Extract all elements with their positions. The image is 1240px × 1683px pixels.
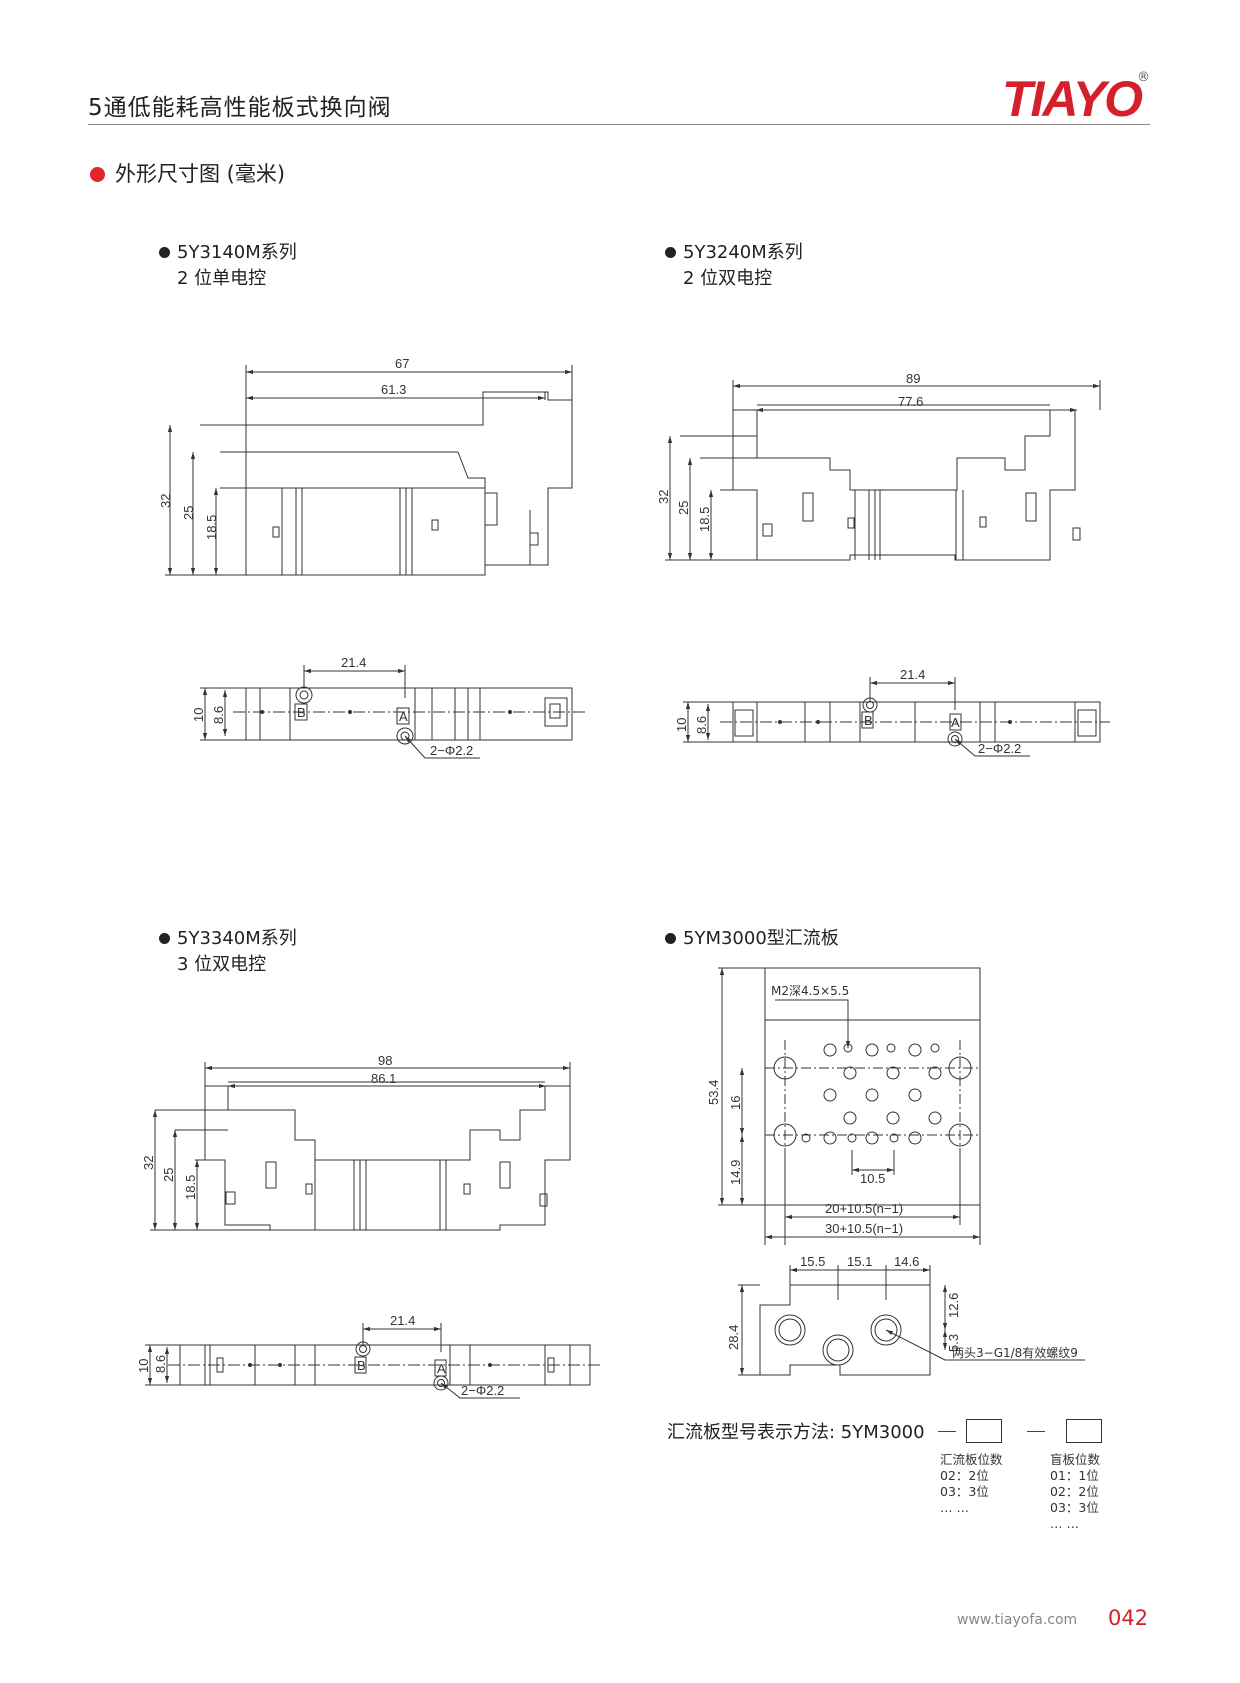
port-a-label: A: [951, 715, 960, 730]
bullet-dot-icon: [90, 167, 105, 182]
dim-height-25: 25: [161, 1168, 176, 1182]
bullet-icon: [159, 933, 170, 944]
dim-height-32: 32: [158, 494, 173, 508]
valve-3-top-view: [145, 1323, 600, 1399]
registered-mark: ®: [1137, 70, 1150, 85]
page-number: 042: [1108, 1606, 1149, 1630]
header-divider: [88, 124, 1150, 125]
dim-port-pitch: 21.4: [900, 667, 925, 682]
series-2-subtitle: 2 位双电控: [683, 268, 773, 289]
section-title: 外形尺寸图 (毫米): [115, 162, 286, 186]
dim-width-10: 10: [674, 718, 689, 732]
dim-height-18-5: 18.5: [204, 515, 219, 540]
dim-mounting-holes: 2−Φ2.2: [461, 1383, 504, 1398]
dim-width-8-6: 8.6: [153, 1355, 168, 1373]
dim-height-32: 32: [656, 490, 671, 504]
valve-1-side-view: [165, 365, 573, 576]
manifold-stations-box: [966, 1419, 1002, 1443]
manifold-port-holes: [801, 1043, 942, 1145]
legend-item: 03：3位: [940, 1484, 989, 1499]
dim-length-2: 30+10.5(n−1): [825, 1221, 903, 1236]
port-b-label: B: [357, 1358, 366, 1373]
valve-2-side-view: [665, 380, 1101, 561]
separator-dash: [1027, 1431, 1045, 1433]
valve-2-top-view: [683, 677, 1110, 757]
manifold-model-label: 汇流板型号表示方法: 5YM3000: [667, 1422, 925, 1443]
dim-14-9: 14.9: [728, 1160, 743, 1185]
valve-3-side-view: [150, 1062, 571, 1231]
dim-station-pitch: 10.5: [860, 1171, 885, 1186]
manifold-plan-view: [718, 967, 981, 1245]
bullet-icon: [665, 933, 676, 944]
legend-item: 02：2位: [1050, 1484, 1099, 1499]
brand-logo: TIAYO: [1002, 71, 1143, 127]
series-3-subtitle: 3 位双电控: [177, 954, 267, 975]
bullet-icon: [159, 247, 170, 258]
dim-height-25: 25: [181, 506, 196, 520]
dim-overall-length: 67: [395, 356, 409, 371]
valve-1-dimension-labels: 67 61.3 32 25 18.5 21.4 10 8.6 2−Φ2.2 B …: [158, 356, 473, 758]
page-title: 5通低能耗高性能板式换向阀: [88, 95, 392, 121]
dim-side-12-6: 12.6: [946, 1293, 961, 1318]
manifold-title: 5YM3000型汇流板: [683, 928, 839, 949]
port-b-label: B: [864, 713, 873, 728]
legend-item: … …: [940, 1500, 969, 1515]
dim-height-25: 25: [676, 501, 691, 515]
dim-length-1: 20+10.5(n−1): [825, 1201, 903, 1216]
legend-item: 02：2位: [940, 1468, 989, 1483]
thread-note: 两头3−G1/8有效螺纹9: [952, 1345, 1078, 1360]
dim-height-18-5: 18.5: [697, 507, 712, 532]
dim-side-5-3: 5.3: [946, 1334, 961, 1352]
port-a-label: A: [399, 709, 408, 724]
legend-item: 03：3位: [1050, 1500, 1099, 1515]
dim-width-8-6: 8.6: [694, 716, 709, 734]
series-1-title: 5Y3140M系列: [177, 242, 297, 263]
valve-2-dimension-labels: 89 77.6 32 25 18.5 21.4 10 8.6 2−Φ2.2 B …: [656, 371, 1021, 756]
dim-body-length: 61.3: [381, 382, 406, 397]
legend-title: 盲板位数: [1050, 1452, 1101, 1467]
manifold-dimension-labels: M2深4.5×5.5 53.4 16 14.9 10.5 20+10.5(n−1…: [706, 984, 1078, 1360]
legend-item: 01：1位: [1050, 1468, 1099, 1483]
dim-height-18-5: 18.5: [183, 1175, 198, 1200]
legend-title: 汇流板位数: [940, 1452, 1003, 1467]
dim-height-32: 32: [141, 1156, 156, 1170]
dim-spacing-2: 15.1: [847, 1254, 872, 1269]
legend-manifold-stations: 汇流板位数 02：2位 03：3位 … …: [940, 1452, 1003, 1516]
dim-16: 16: [728, 1096, 743, 1110]
dim-overall-length: 98: [378, 1053, 392, 1068]
bullet-icon: [665, 247, 676, 258]
dim-width-10: 10: [136, 1359, 151, 1373]
dim-spacing-3: 14.6: [894, 1254, 919, 1269]
series-1-subtitle: 2 位单电控: [177, 268, 267, 289]
dim-manifold-height: 53.4: [706, 1080, 721, 1105]
dim-screw-note: M2深4.5×5.5: [771, 984, 849, 998]
legend-blank-plates: 盲板位数 01：1位 02：2位 03：3位 … …: [1050, 1452, 1100, 1532]
dim-spacing-1: 15.5: [800, 1254, 825, 1269]
port-b-label: B: [297, 705, 306, 720]
dim-mounting-holes: 2−Φ2.2: [430, 743, 473, 758]
series-3-title: 5Y3340M系列: [177, 928, 297, 949]
dim-port-pitch: 21.4: [341, 655, 366, 670]
dim-port-pitch: 21.4: [390, 1313, 415, 1328]
blank-plate-box: [1066, 1419, 1102, 1443]
dim-body-length: 86.1: [371, 1071, 396, 1086]
manifold-side-view: [738, 1265, 1085, 1376]
footer-website: www.tiayofa.com: [957, 1612, 1078, 1628]
dim-body-length: 77.6: [898, 394, 923, 409]
valve-1-top-view: [200, 665, 585, 759]
valve-3-dimension-labels: 98 86.1 32 25 18.5 21.4 10 8.6 2−Φ2.2 B …: [136, 1053, 504, 1398]
dim-width-8-6: 8.6: [211, 706, 226, 724]
port-a-label: A: [437, 1361, 446, 1376]
dim-width-10: 10: [191, 708, 206, 722]
dim-overall-length: 89: [906, 371, 920, 386]
separator-dash: [938, 1431, 956, 1433]
legend-item: … …: [1050, 1516, 1079, 1531]
dim-side-height: 28.4: [726, 1325, 741, 1350]
dim-mounting-holes: 2−Φ2.2: [978, 741, 1021, 756]
series-2-title: 5Y3240M系列: [683, 242, 803, 263]
